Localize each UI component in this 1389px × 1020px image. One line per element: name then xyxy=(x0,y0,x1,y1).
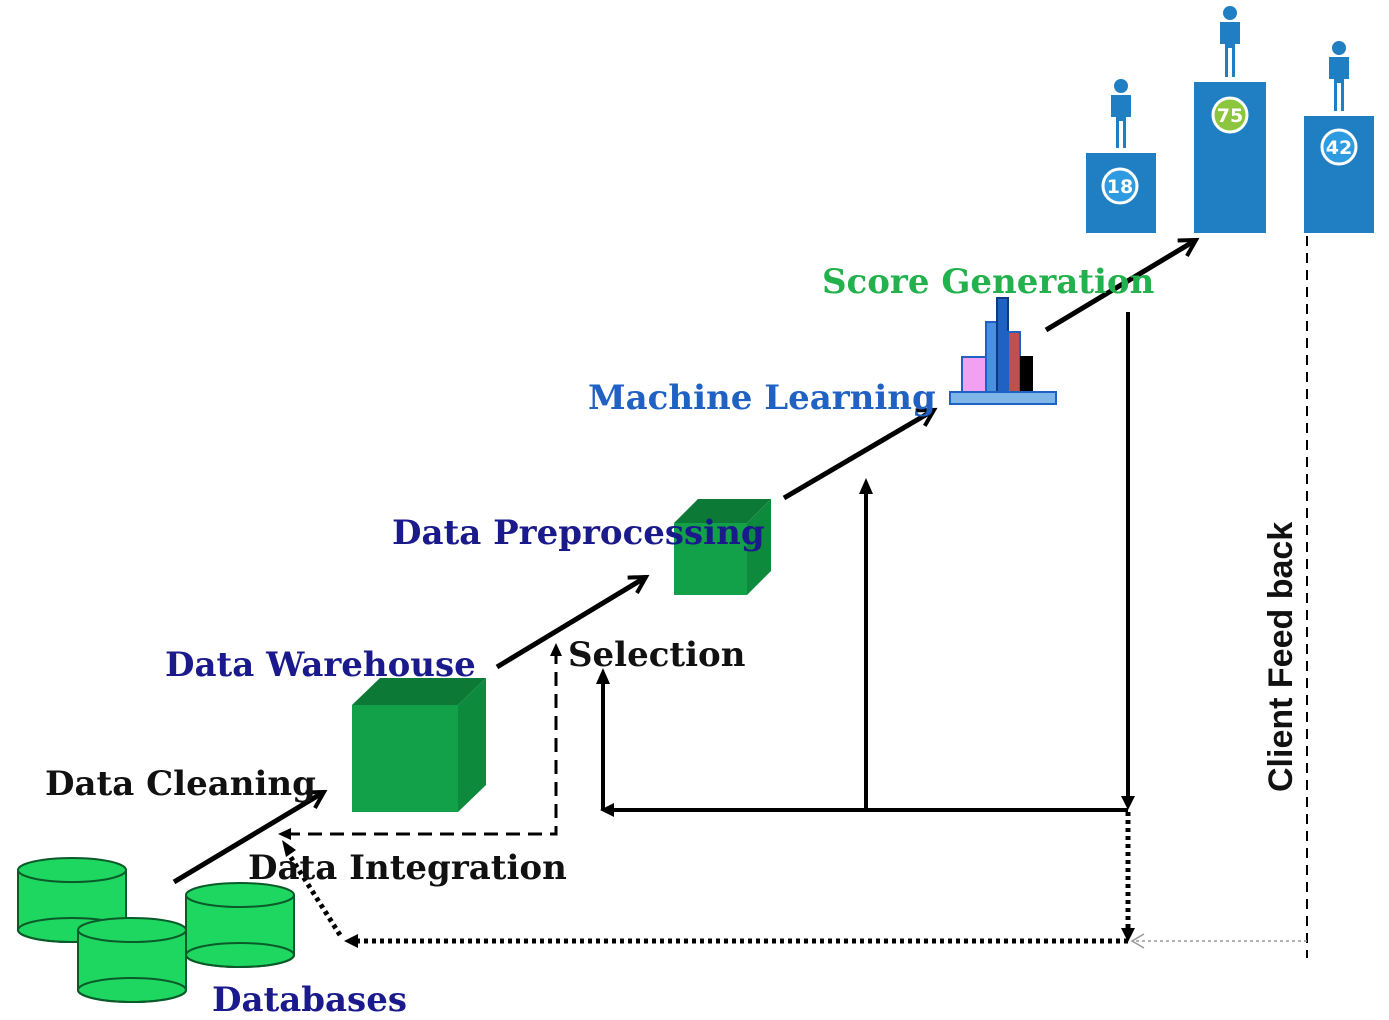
person-icon xyxy=(1220,6,1240,77)
score-badge-value: 42 xyxy=(1326,137,1352,159)
database-cylinder xyxy=(185,882,295,968)
score-podiums: 18 75 42 xyxy=(1086,6,1374,233)
databases-icon xyxy=(17,857,295,1003)
person-icon xyxy=(1111,79,1131,148)
client-feedback-connector xyxy=(1130,236,1308,958)
machine-learning-label: Machine Learning xyxy=(588,378,936,418)
person-icon xyxy=(1329,41,1349,111)
flow-arrows xyxy=(172,237,1196,885)
bar-chart-icon xyxy=(949,297,1057,405)
score-badge-value: 18 xyxy=(1107,176,1133,198)
data-preprocessing-cube xyxy=(674,499,771,595)
data-cleaning-label: Data Cleaning xyxy=(45,764,316,804)
client-feedback-label: Client Feed back xyxy=(1262,522,1300,792)
score-badge-value: 75 xyxy=(1217,105,1243,127)
database-cylinder xyxy=(77,917,187,1003)
feedback-lines xyxy=(596,312,1135,817)
data-warehouse-cube xyxy=(352,678,486,812)
data-integration-label: Data Integration xyxy=(248,848,567,888)
dotted-feedback xyxy=(282,812,1135,948)
score-generation-label: Score Generation xyxy=(822,262,1155,302)
arrow-to-scores xyxy=(1044,237,1196,333)
integration-connector xyxy=(278,643,562,840)
arrow-to-machine-learning xyxy=(782,407,934,501)
arrow-to-preprocessing xyxy=(495,574,646,670)
selection-label: Selection xyxy=(568,635,746,675)
arrow-cleaning xyxy=(172,789,324,885)
score-badge: 42 xyxy=(1320,128,1358,166)
data-warehouse-label: Data Warehouse xyxy=(165,645,476,685)
databases-label: Databases xyxy=(212,980,407,1020)
score-badge: 18 xyxy=(1101,167,1139,205)
data-preprocessing-label: Data Preprocessing xyxy=(392,513,765,553)
score-badge: 75 xyxy=(1211,96,1249,134)
